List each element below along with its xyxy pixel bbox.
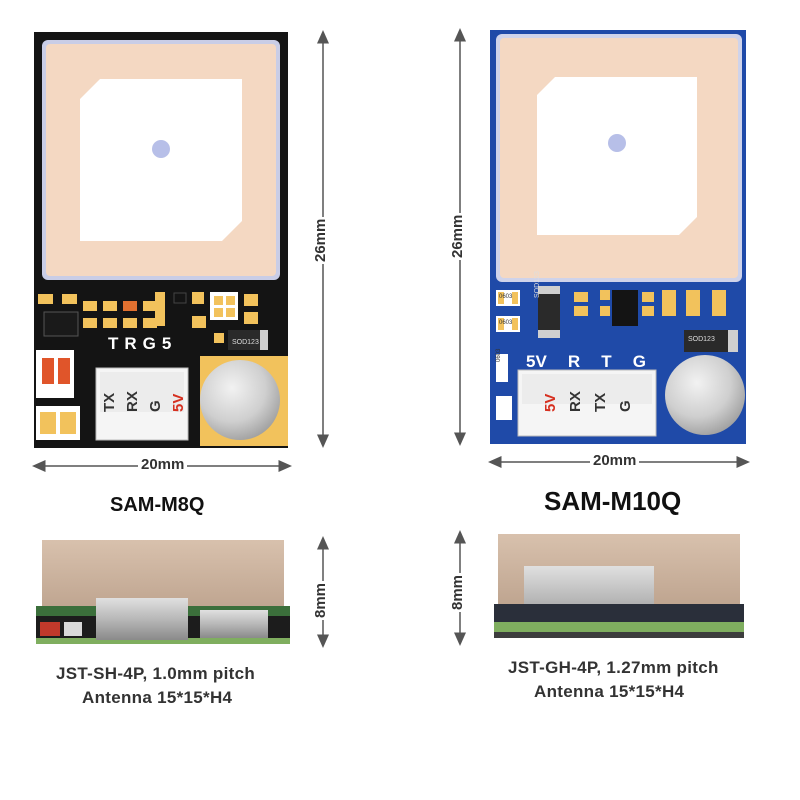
m10q-board (490, 30, 746, 444)
m10q-pin-rx: RX (567, 391, 584, 412)
m8q-chip-label: SOD123 (232, 339, 259, 346)
m8q-components: SOD123 (36, 292, 268, 440)
m10q-connector (517, 369, 657, 437)
m8q-battery (200, 356, 288, 446)
m10q-pin-g: G (617, 400, 634, 412)
m8q-height-label: 26mm (312, 216, 329, 264)
m10q-antenna (496, 34, 742, 282)
m10q-silk-r: R (567, 352, 581, 371)
m8q-connector-spec: JST-SH-4P, 1.0mm pitch (56, 664, 256, 683)
m10q-title: SAM-M10Q (544, 486, 682, 516)
m10q-small-label-2: 0603 (499, 320, 513, 326)
m8q-silk-top: TRG5 (108, 334, 178, 353)
m10q-height-label: 26mm (449, 212, 466, 260)
m10q-silk-5v: 5V (526, 352, 547, 371)
m10q-chip-label-2: SOD123 (688, 336, 715, 343)
m10q-antenna-spec: Antenna 15*15*H4 (534, 682, 685, 701)
m10q-components (496, 286, 738, 420)
m10q-battery (665, 355, 745, 435)
m8q-side-view (36, 540, 290, 644)
m8q-pin-labels: 5V G RX TX (101, 376, 187, 412)
m8q-pin-5v: 5V (170, 393, 187, 412)
m10q-pin-labels: G TX RX 5V (538, 376, 638, 412)
m10q-pin-5v: 5V (542, 393, 559, 412)
m10q-silk-top: 5V R T G (526, 352, 646, 372)
m8q-thickness-label: 8mm (312, 580, 329, 620)
m8q-pin-rx: RX (124, 391, 141, 412)
m8q-pin-g: G (147, 400, 164, 412)
m8q-board: SOD123 (34, 32, 288, 448)
m8q-connector (95, 367, 189, 441)
m8q-width-label: 20mm (138, 456, 188, 473)
m10q-thickness-label: 8mm (449, 572, 466, 612)
m10q-width-label: 20mm (590, 452, 640, 469)
m8q-title: SAM-M8Q (110, 494, 205, 516)
m10q-silk-g: G (632, 352, 646, 371)
m8q-antenna (42, 40, 280, 280)
m8q-antenna-spec: Antenna 15*15*H4 (82, 688, 233, 707)
m10q-chip-label-1: SOD123 (534, 271, 541, 298)
m10q-connector-spec: JST-GH-4P, 1.27mm pitch (508, 658, 719, 677)
m10q-silk-t: T (601, 352, 612, 371)
m10q-side-view (494, 534, 744, 638)
m10q-small-label-1: 0603 (499, 294, 513, 300)
m8q-pin-tx: TX (101, 392, 118, 412)
m10q-small-label-3: 0603 (496, 348, 502, 362)
m10q-pin-tx: TX (592, 392, 609, 412)
